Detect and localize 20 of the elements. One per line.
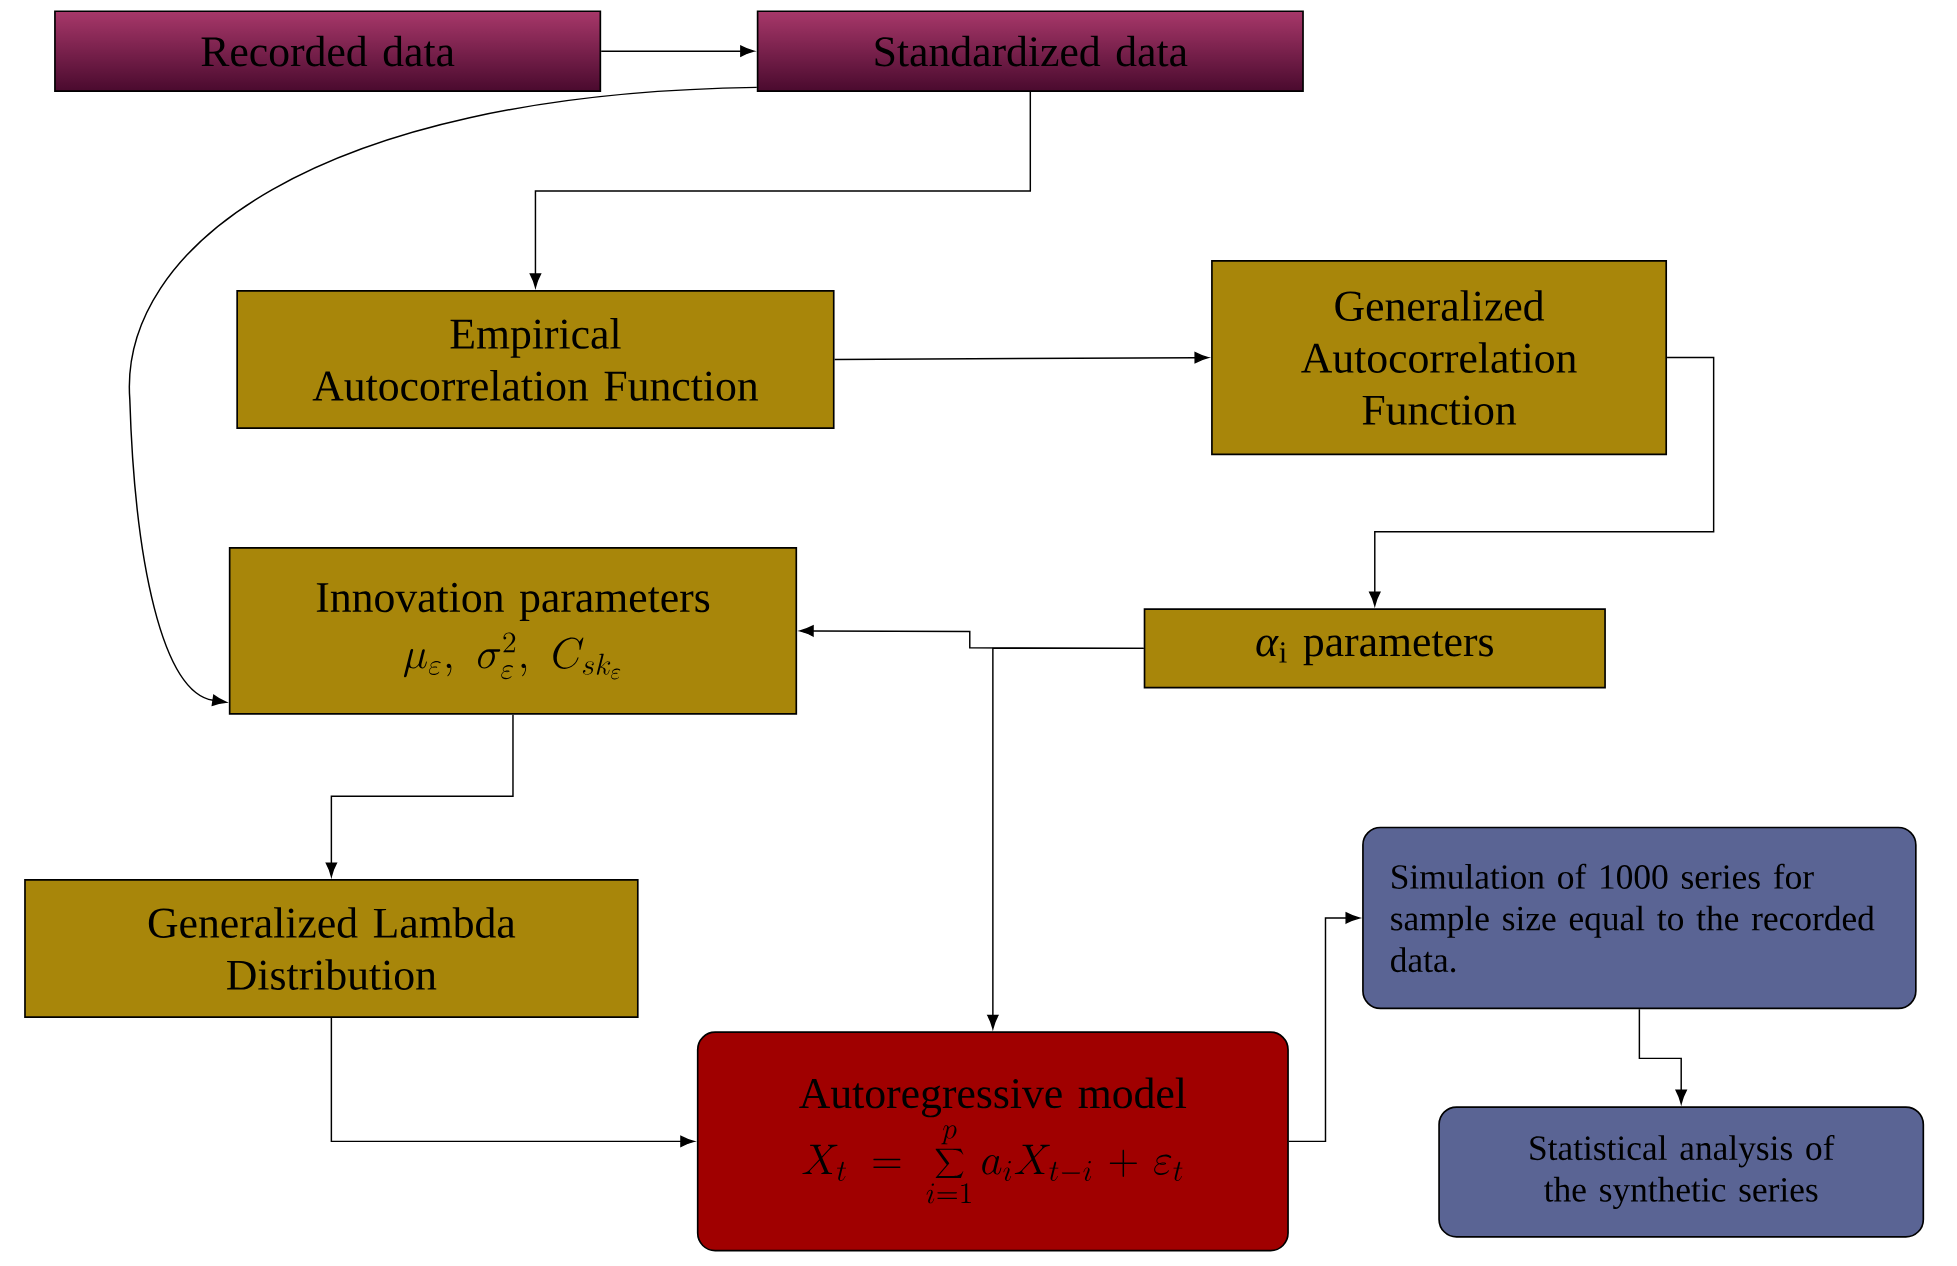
result-box: Statistical analysis of the synthetic series — [1438, 1106, 1925, 1238]
arrow — [1288, 912, 1360, 1143]
result-box: Simulation of 1000 series for sample size equal to the recorded data. — [1362, 826, 1917, 1010]
arrow — [529, 91, 1032, 288]
arrow — [600, 45, 755, 58]
model-box: Autoregressive model $X_{t}=\sum_{i=1}^{p}a_{i}X_{t-i}+\varepsilon_{t}$ — [696, 1031, 1289, 1252]
process-box: Recorded data — [54, 10, 602, 93]
process-box: Generalized Lambda Distribution — [24, 879, 639, 1019]
arrow — [1638, 1008, 1687, 1105]
process-box: α$_{i}$ parameters — [1143, 608, 1606, 689]
arrow — [325, 714, 514, 877]
arrow — [330, 1017, 695, 1148]
process-box: Standardized data — [756, 10, 1304, 93]
process-box: Empirical Autocorrelation Function — [236, 290, 835, 430]
arrow — [987, 647, 1145, 1030]
arrow — [1369, 357, 1715, 607]
arrow — [129, 86, 758, 707]
arrow — [833, 352, 1209, 364]
process-box: Innovation parameters $\mu_{\varepsilon},\ \sigma_{\varepsilon}^{2},\ C_{sk_{\varepsilon}}$ — [228, 547, 798, 715]
process-box: Generalized Autocorrelation Function — [1211, 260, 1668, 456]
